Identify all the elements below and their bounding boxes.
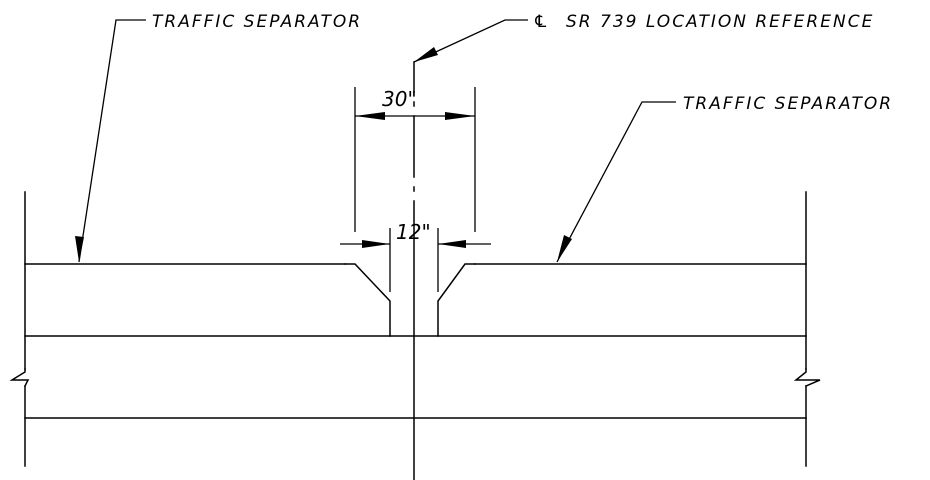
right-separator-label: TRAFFIC SEPARATOR [683,94,893,114]
separator-gap-profile [344,263,476,337]
dimension-30-label: 30" [382,87,417,111]
break-symbol-left [9,368,30,388]
dimension-12-label: 12" [396,220,431,244]
leader-left-separator [75,19,146,263]
centerline-symbol: ℄ [533,12,550,32]
dimension-30-inch [354,87,476,232]
leader-right-separator [556,101,676,263]
break-symbol-right [793,368,821,387]
leader-centerline-reference [413,19,528,63]
dimension-12-inch [340,228,491,292]
centerline-reference-label: SR 739 LOCATION REFERENCE [566,12,874,32]
pavement-lines [24,263,807,419]
left-separator-label: TRAFFIC SEPARATOR [152,12,362,32]
outer-edge-lines [24,191,807,467]
